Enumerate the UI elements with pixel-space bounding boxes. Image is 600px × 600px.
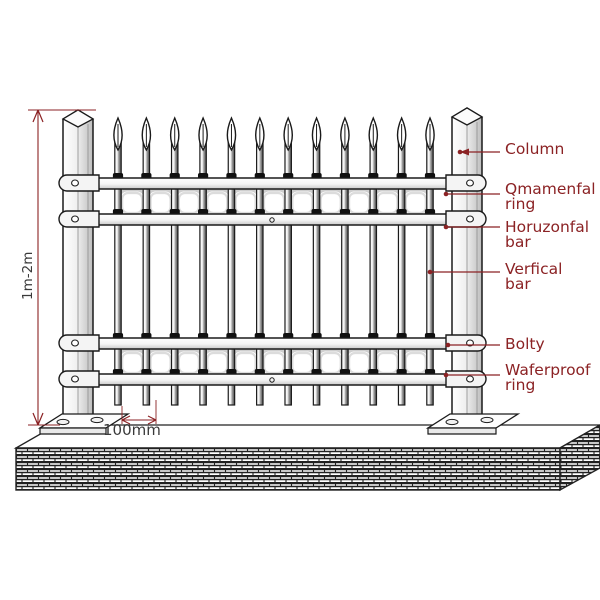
vertical-bar	[226, 116, 237, 406]
ornamental-ring-inner	[149, 191, 172, 215]
label-waterproof-ring: Waferproof ring	[505, 361, 591, 394]
width-dimension-text: 100mm	[103, 421, 161, 439]
vertical-bar	[283, 116, 294, 406]
ornamental-ring-inner	[177, 351, 201, 375]
label-horizontal-bar: Horuzonfal bar	[505, 218, 590, 251]
vertical-bar	[396, 116, 407, 406]
ornamental-ring-inner	[234, 191, 257, 215]
vertical-bar-group	[112, 116, 436, 406]
ornamental-ring-inner	[121, 191, 144, 215]
vertical-bar	[169, 116, 180, 406]
leader-dot-bolty	[445, 342, 451, 348]
ornamental-ring-band-upper	[117, 188, 431, 218]
ornamental-ring-inner	[177, 191, 201, 215]
ornamental-ring-inner	[234, 351, 257, 375]
ornamental-ring-inner	[149, 351, 172, 375]
leader-dot-horizontal-bar	[443, 224, 449, 230]
height-dimension-text: 1m-2m	[20, 251, 36, 300]
leader-arrow-column	[460, 148, 469, 156]
ornamental-ring-inner	[291, 351, 314, 375]
right-column-base-plate	[425, 413, 521, 435]
width-dimension-line	[121, 400, 157, 425]
ornamental-ring-inner	[404, 351, 427, 375]
bolt-bracket	[58, 174, 100, 192]
label-ornamental-ring: Qmamenfal ring	[505, 180, 596, 213]
bolt-bracket	[58, 210, 100, 228]
vertical-bar	[141, 116, 152, 406]
ornamental-ring-inner	[376, 351, 399, 375]
vertical-bar	[339, 116, 351, 406]
vertical-bar	[112, 116, 124, 406]
ornamental-ring-inner	[319, 191, 342, 215]
ornamental-ring-inner	[347, 351, 371, 375]
vertical-bar	[254, 116, 265, 406]
label-leader-lines	[427, 148, 500, 378]
vertical-bar	[368, 116, 379, 406]
ornamental-ring-inner	[206, 191, 229, 215]
bolt-bracket	[445, 174, 487, 192]
ornamental-ring-inner	[291, 191, 314, 215]
ornamental-ring-inner	[319, 351, 342, 375]
bolt-bracket	[58, 370, 100, 388]
height-dimension-line	[28, 109, 96, 426]
ornamental-ring-inner	[262, 191, 286, 215]
ornamental-ring-inner	[206, 351, 229, 375]
ornamental-ring-band-lower	[117, 348, 431, 378]
leader-dot-ornamental-ring	[443, 191, 449, 197]
bolt-bracket	[445, 370, 487, 388]
vertical-bar	[311, 116, 322, 406]
ornamental-ring-inner	[347, 191, 371, 215]
label-vertical-bar: Verfical bar	[505, 260, 563, 293]
leader-dot-vertical-bar	[427, 269, 433, 275]
bolt-bracket	[445, 210, 487, 228]
ornamental-ring-inner	[376, 191, 399, 215]
ornamental-ring-inner	[121, 351, 144, 375]
ornamental-ring-inner	[262, 351, 286, 375]
bolt-bracket	[58, 334, 100, 352]
leader-dot-waterproof-ring	[443, 372, 449, 378]
vertical-bar	[424, 116, 436, 406]
bolt-bracket	[445, 334, 487, 352]
ornamental-ring-inner	[404, 191, 427, 215]
left-column-base-plate	[37, 413, 131, 435]
label-bolty: Bolty	[505, 335, 545, 353]
vertical-bar	[197, 116, 209, 406]
label-column: Column	[505, 140, 565, 158]
